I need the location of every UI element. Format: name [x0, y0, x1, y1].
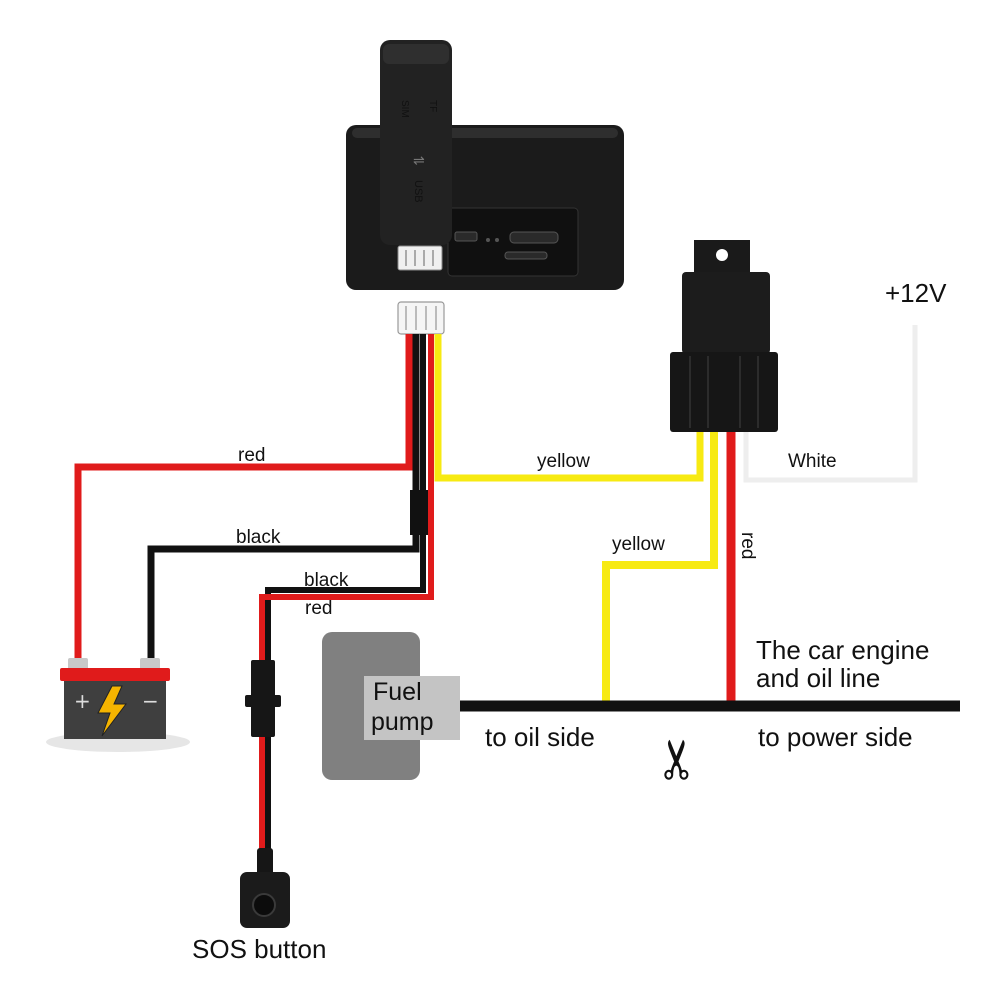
device-port-label-usb: USB — [412, 180, 424, 203]
sos-inline-connector — [245, 660, 281, 737]
sos-button — [240, 848, 290, 928]
wire-yellow-top — [434, 334, 704, 482]
fuel-pump: Fuel pump — [322, 632, 460, 780]
wire-red-battery — [74, 334, 413, 660]
gps-tracker-device: TF SIM USB ⇌ — [346, 40, 624, 290]
svg-text:⇌: ⇌ — [413, 153, 425, 169]
device-port-label-tf: TF — [427, 100, 438, 112]
label-oil-side: to oil side — [485, 722, 595, 752]
wire-black-sos — [265, 334, 426, 660]
label-sos-button: SOS button — [192, 934, 326, 964]
svg-text:−: − — [142, 689, 159, 713]
wire-white — [743, 325, 918, 483]
relay — [670, 240, 778, 432]
label-engine-line-1: The car engine — [756, 635, 929, 665]
label-white: White — [788, 451, 837, 472]
label-plus12v: +12V — [885, 278, 947, 308]
label-engine-line-2: and oil line — [756, 663, 880, 693]
label-red-battery: red — [238, 445, 265, 466]
fuel-pump-label-1: Fuel — [373, 678, 422, 706]
label-yellow-top: yellow — [537, 451, 590, 472]
fuel-pump-label-2: pump — [371, 708, 434, 736]
label-black-battery: black — [236, 527, 281, 548]
label-black-sos: black — [304, 570, 349, 591]
label-red-relay: red — [737, 532, 758, 559]
label-yellow-relay: yellow — [612, 534, 665, 555]
battery: + − — [46, 658, 190, 752]
harness-connector — [397, 301, 445, 335]
lightning-icon — [97, 685, 127, 737]
label-red-sos: red — [305, 598, 332, 619]
svg-text:+: + — [74, 689, 91, 713]
wire-red-sos — [259, 334, 434, 660]
label-power-side: to power side — [758, 722, 913, 752]
device-port-label-sim: SIM — [399, 100, 410, 118]
scissors-icon: ✂ — [646, 737, 709, 782]
wire-black-battery — [147, 334, 420, 660]
sim-cover-flap: TF SIM USB ⇌ — [380, 40, 452, 245]
wire-yellow-relay — [602, 432, 718, 705]
